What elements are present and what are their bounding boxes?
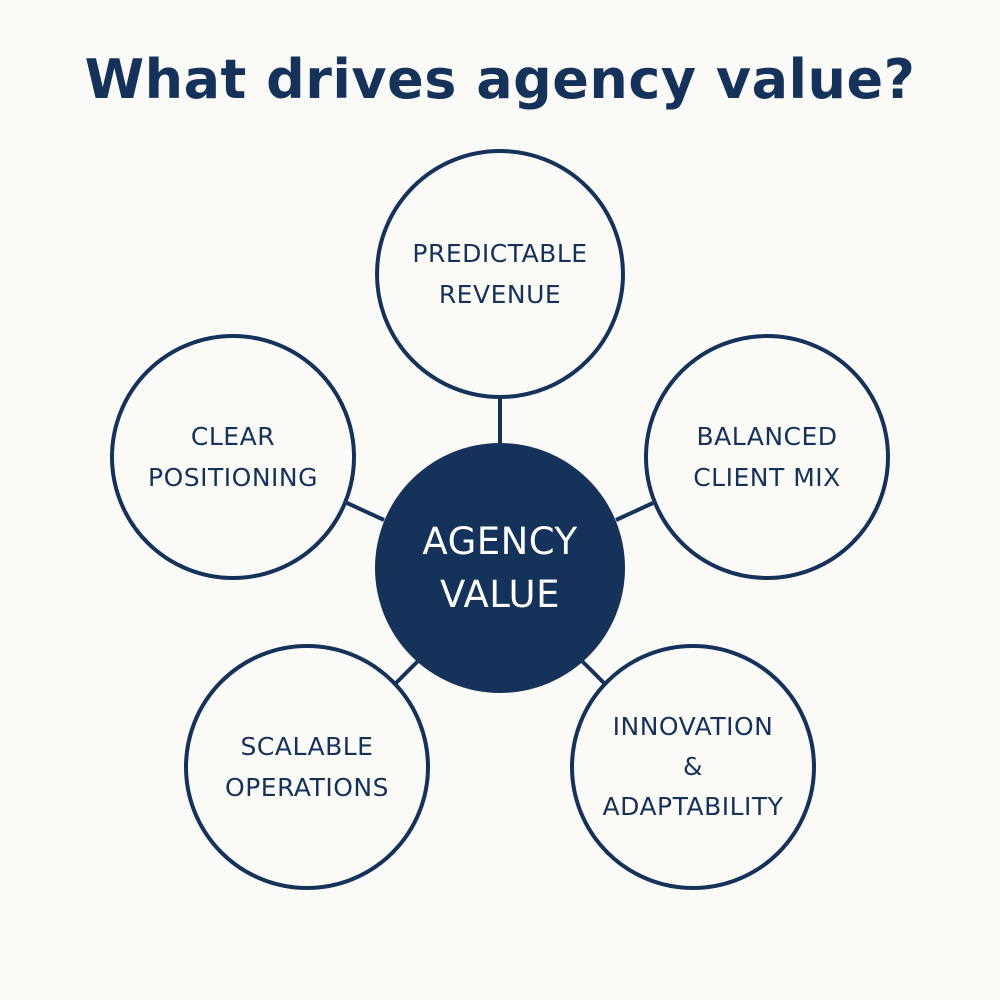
- node-circle-bottom-left: [184, 644, 430, 890]
- node-label-line: CLEAR: [190, 422, 276, 451]
- center-label-line: AGENCY: [422, 520, 578, 563]
- node-circle-left: [110, 334, 356, 580]
- node-label-line: POSITIONING: [148, 463, 318, 492]
- node-label-line: &: [683, 752, 703, 781]
- node-label-top: PREDICTABLE REVENUE: [377, 151, 623, 397]
- node-label-left: CLEAR POSITIONING: [112, 336, 354, 578]
- center-label-line: VALUE: [440, 573, 560, 616]
- node-label-line: PREDICTABLE: [412, 239, 588, 268]
- node-label-line: CLIENT MIX: [693, 463, 841, 492]
- node-circle-right: [644, 334, 890, 580]
- diagram-title: What drives agency value?: [84, 48, 916, 111]
- node-label-bottom-right: INNOVATION & ADAPTABILITY: [572, 646, 814, 888]
- node-label-right: BALANCED CLIENT MIX: [646, 336, 888, 578]
- center-circle: [375, 443, 625, 693]
- connector-left: [346, 501, 385, 522]
- connector-right: [615, 501, 654, 522]
- node-label-line: REVENUE: [438, 280, 562, 309]
- node-label-line: BALANCED: [696, 422, 838, 451]
- node-label-bottom-left: SCALABLE OPERATIONS: [186, 646, 428, 888]
- node-circle-top: [375, 149, 625, 399]
- connector-bottom-right: [580, 659, 606, 685]
- node-label-line: OPERATIONS: [225, 773, 389, 802]
- node-label-line: INNOVATION: [612, 712, 774, 741]
- node-circle-bottom-right: [570, 644, 816, 890]
- node-label-line: SCALABLE: [240, 732, 374, 761]
- center-label: AGENCY VALUE: [375, 443, 625, 693]
- connector-bottom-left: [394, 659, 420, 685]
- node-label-line: ADAPTABILITY: [602, 792, 784, 821]
